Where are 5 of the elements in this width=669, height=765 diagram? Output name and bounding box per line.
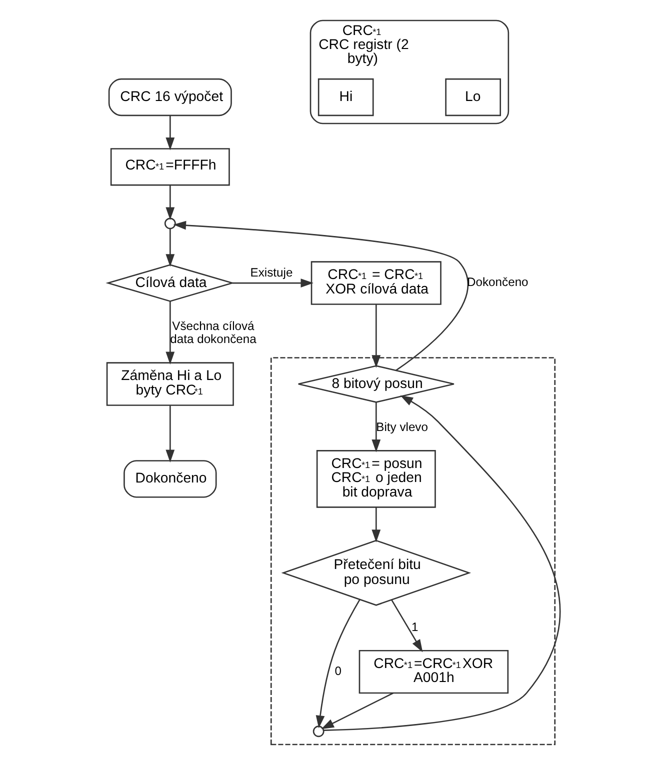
edge-label: 0 [334,664,341,678]
edge-label: Existuje [250,266,292,280]
edge-label: 1 [410,620,418,634]
edge-label: Bity vlevo [376,420,428,434]
edge-label: Všechna cílová data dokončena [170,319,256,346]
